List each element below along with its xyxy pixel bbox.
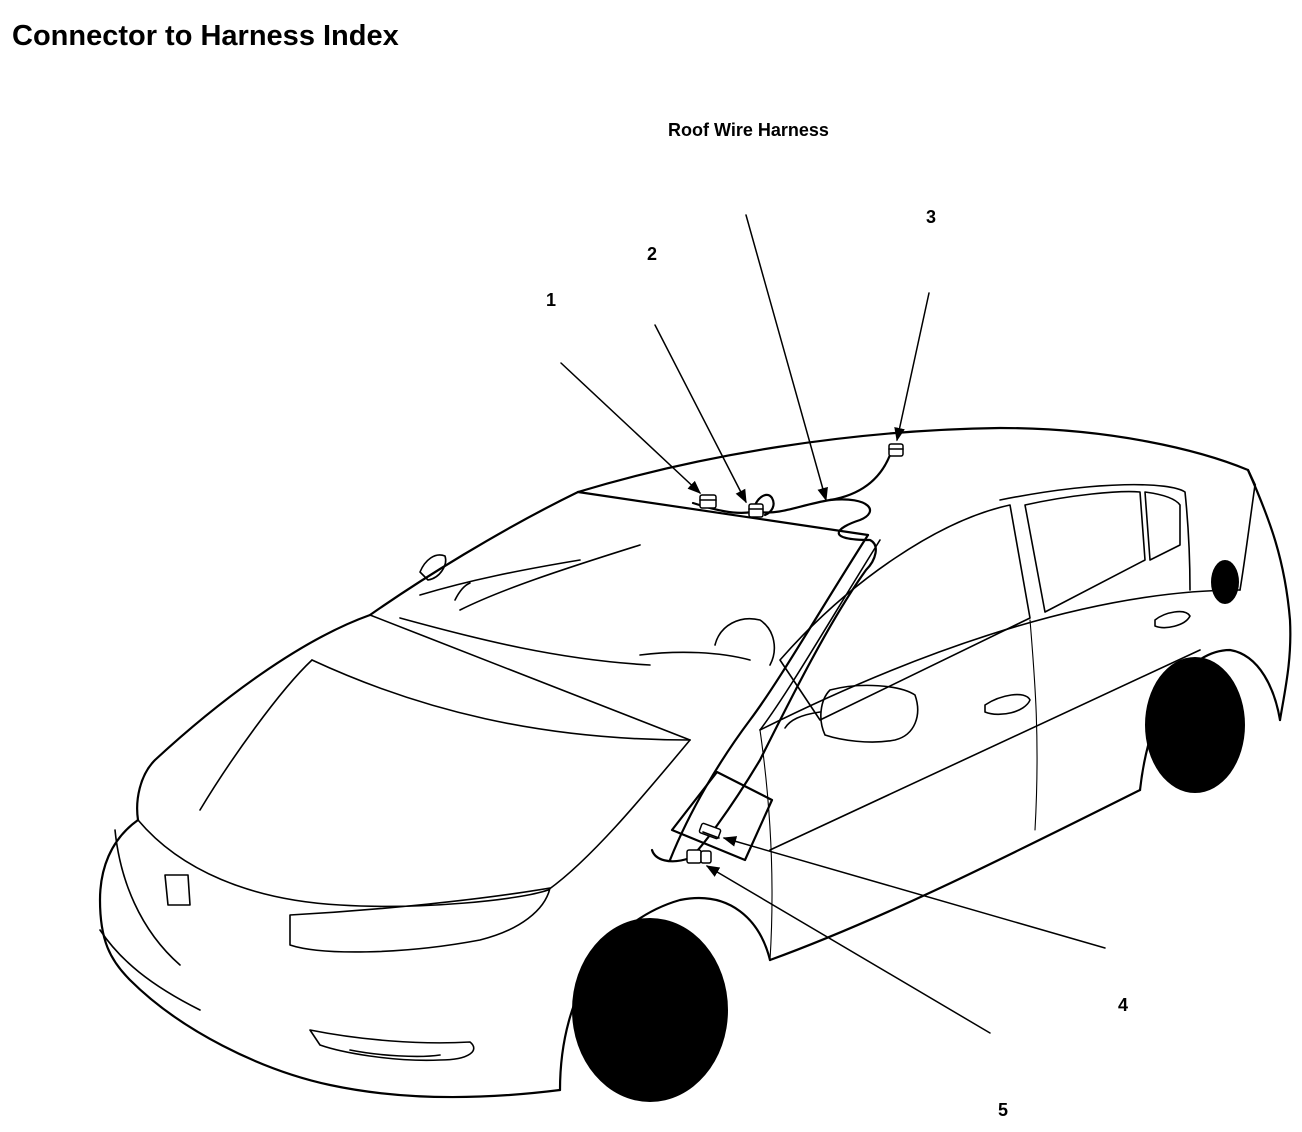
connector-2 — [748, 503, 764, 518]
callout-5: 5 — [998, 1100, 1009, 1120]
callout-1: 1 — [546, 290, 557, 310]
callout-4: 4 — [1118, 995, 1129, 1015]
leader-lines — [560, 214, 1106, 1034]
page-title: Connector to Harness Index — [12, 20, 399, 52]
callout-3: 3 — [926, 207, 937, 227]
callout-2: 2 — [647, 244, 658, 264]
connector-1 — [699, 494, 717, 509]
roof-wire-harness — [650, 453, 892, 863]
harness-label: Roof Wire Harness — [668, 120, 829, 140]
connector-4 — [698, 822, 722, 840]
car-outline — [98, 426, 1292, 1102]
connector-5 — [686, 849, 712, 864]
connector-3 — [888, 443, 904, 457]
